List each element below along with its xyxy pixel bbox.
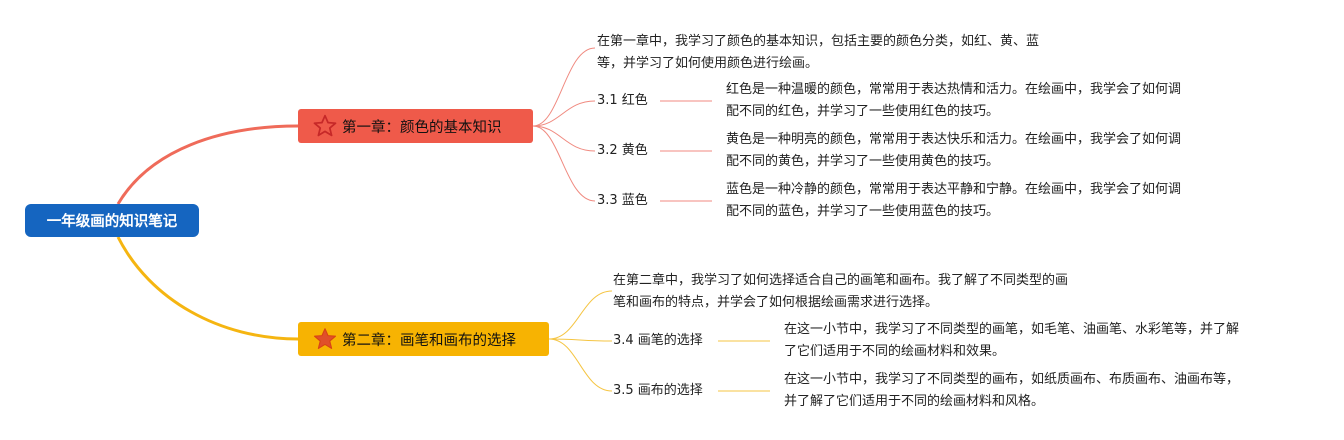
desc-line: 在这一小节中，我学习了不同类型的画笔，如毛笔、油画笔、水彩笔等，并了解 bbox=[784, 322, 1240, 337]
desc-line: 并了解了它们适用于不同的绘画材料和风格。 bbox=[784, 394, 1045, 409]
section-3-4-desc[interactable]: 在这一小节中，我学习了不同类型的画笔，如毛笔、油画笔、水彩笔等，并了解 了它们适… bbox=[784, 319, 1239, 363]
star-outline-icon bbox=[313, 114, 337, 137]
section-3-5-desc[interactable]: 在这一小节中，我学习了不同类型的画布，如纸质画布、布质画布、油画布等， 并了解了… bbox=[784, 369, 1239, 413]
connector-ch1-s2 bbox=[532, 125, 596, 152]
desc-line: 在这一小节中，我学习了不同类型的画布，如纸质画布、布质画布、油画布等， bbox=[784, 372, 1240, 387]
connector-ch2-s5 bbox=[548, 338, 613, 392]
chapter-2-label: 第二章：画笔和画布的选择 bbox=[342, 332, 516, 349]
chapter-1-intro[interactable]: 在第一章中，我学习了颜色的基本知识，包括主要的颜色分类，如红、黄、蓝 等，并学习… bbox=[597, 31, 1039, 75]
chapter-1-topic[interactable]: 第一章：颜色的基本知识 bbox=[298, 109, 533, 143]
connector-ch2-intro bbox=[548, 290, 613, 340]
connector-ch2-s4 bbox=[548, 338, 613, 342]
desc-line: 配不同的蓝色，并学习了一些使用蓝色的技巧。 bbox=[726, 204, 1000, 219]
chapter-2-intro[interactable]: 在第二章中，我学习了如何选择适合自己的画笔和画布。我了解了不同类型的画 笔和画布… bbox=[613, 270, 1068, 314]
root-topic[interactable]: 一年级画的知识笔记 bbox=[25, 204, 199, 237]
star-filled-icon bbox=[313, 328, 337, 349]
connector-ch1-s3 bbox=[532, 125, 596, 202]
desc-line: 黄色是一种明亮的颜色，常常用于表达快乐和活力。在绘画中，我学会了如何调 bbox=[726, 132, 1182, 147]
section-3-5-label[interactable]: 3.5 画布的选择 bbox=[613, 383, 703, 398]
chapter-1-label: 第一章：颜色的基本知识 bbox=[342, 119, 502, 136]
section-3-2-desc[interactable]: 黄色是一种明亮的颜色，常常用于表达快乐和活力。在绘画中，我学会了如何调 配不同的… bbox=[726, 129, 1181, 173]
section-3-4-label[interactable]: 3.4 画笔的选择 bbox=[613, 333, 703, 348]
root-topic-label: 一年级画的知识笔记 bbox=[46, 214, 178, 230]
connector-ch1-s1 bbox=[532, 100, 596, 127]
intro-line: 在第二章中，我学习了如何选择适合自己的画笔和画布。我了解了不同类型的画 bbox=[613, 273, 1069, 288]
desc-line: 配不同的黄色，并学习了一些使用黄色的技巧。 bbox=[726, 154, 1000, 169]
connector-root-ch2 bbox=[116, 236, 299, 341]
desc-line: 蓝色是一种冷静的颜色，常常用于表达平静和宁静。在绘画中，我学会了如何调 bbox=[726, 182, 1182, 197]
connector-root-ch1 bbox=[116, 124, 299, 205]
section-3-3-desc[interactable]: 蓝色是一种冷静的颜色，常常用于表达平静和宁静。在绘画中，我学会了如何调 配不同的… bbox=[726, 179, 1181, 223]
desc-line: 配不同的红色，并学习了一些使用红色的技巧。 bbox=[726, 104, 1000, 119]
section-3-3-label[interactable]: 3.3 蓝色 bbox=[597, 193, 648, 208]
section-3-2-label[interactable]: 3.2 黄色 bbox=[597, 143, 648, 158]
connector-ch1-intro bbox=[532, 47, 596, 127]
intro-line: 等，并学习了如何使用颜色进行绘画。 bbox=[597, 56, 819, 71]
desc-line: 红色是一种温暖的颜色，常常用于表达热情和活力。在绘画中，我学会了如何调 bbox=[726, 82, 1182, 97]
intro-line: 在第一章中，我学习了颜色的基本知识，包括主要的颜色分类，如红、黄、蓝 bbox=[597, 34, 1040, 49]
chapter-2-topic[interactable]: 第二章：画笔和画布的选择 bbox=[298, 322, 549, 356]
section-3-1-label[interactable]: 3.1 红色 bbox=[597, 93, 648, 108]
desc-line: 了它们适用于不同的绘画材料和效果。 bbox=[784, 344, 1006, 359]
section-3-1-desc[interactable]: 红色是一种温暖的颜色，常常用于表达热情和活力。在绘画中，我学会了如何调 配不同的… bbox=[726, 79, 1181, 123]
intro-line: 笔和画布的特点，并学会了如何根据绘画需求进行选择。 bbox=[613, 295, 939, 310]
